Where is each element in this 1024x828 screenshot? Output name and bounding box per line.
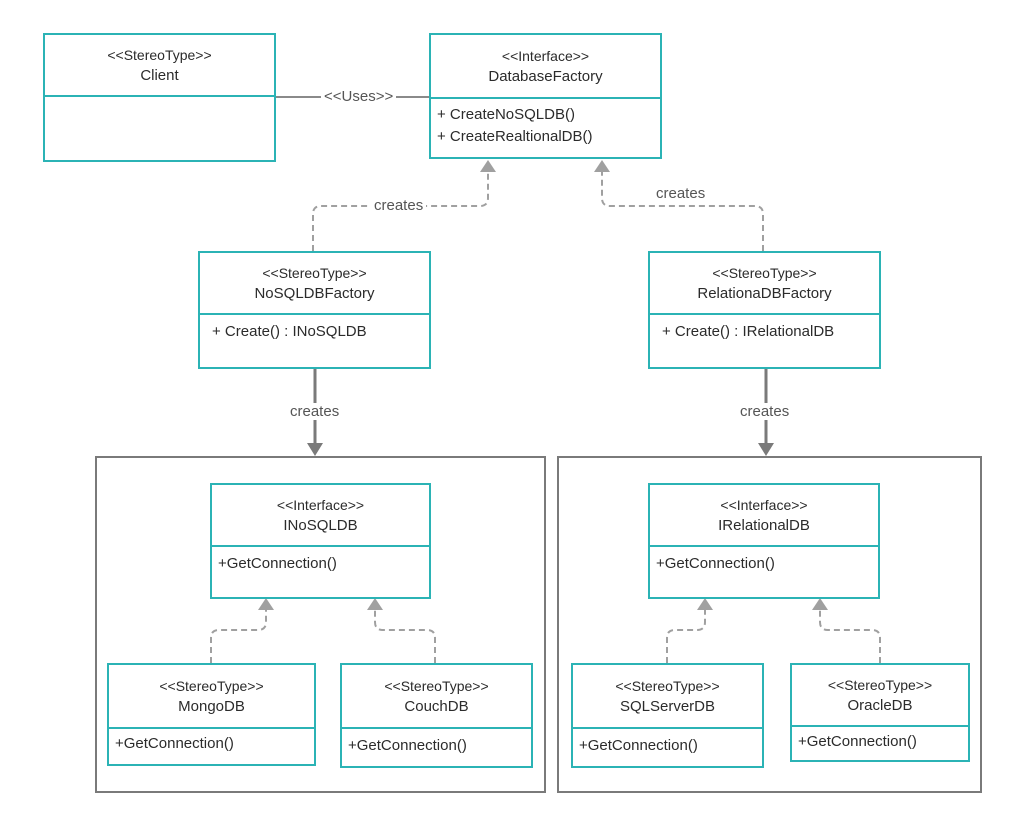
operation: +GetConnection() bbox=[348, 737, 467, 754]
class-header: <<Interface>> DatabaseFactory bbox=[431, 35, 660, 99]
relational-creates-arrowhead bbox=[758, 443, 774, 456]
class-oracledb: <<StereoType>> OracleDB +GetConnection() bbox=[790, 663, 970, 762]
couchdb-realization-arrowhead bbox=[367, 598, 383, 610]
class-relational-db-factory: <<StereoType>> RelationaDBFactory + Crea… bbox=[648, 251, 881, 369]
class-database-factory: <<Interface>> DatabaseFactory + CreateNo… bbox=[429, 33, 662, 159]
stereotype-label: <<StereoType>> bbox=[712, 265, 817, 281]
class-mongodb: <<StereoType>> MongoDB +GetConnection() bbox=[107, 663, 316, 766]
class-irelationaldb: <<Interface>> IRelationalDB +GetConnecti… bbox=[648, 483, 880, 599]
class-header: <<StereoType>> MongoDB bbox=[109, 665, 314, 729]
operation: +GetConnection() bbox=[798, 733, 917, 750]
operation: + CreateRealtionalDB() bbox=[437, 128, 593, 145]
operation: + Create() : IRelationalDB bbox=[662, 323, 835, 340]
sqlserver-realization-arrowhead bbox=[697, 598, 713, 610]
couchdb-realization-line bbox=[374, 610, 436, 663]
class-operations: +GetConnection() bbox=[212, 547, 429, 597]
operation: + CreateNoSQLDB() bbox=[437, 106, 575, 123]
mongodb-realization-arrowhead bbox=[258, 598, 274, 610]
stereotype-label: <<StereoType>> bbox=[159, 678, 264, 694]
stereotype-label: <<Interface>> bbox=[276, 497, 365, 513]
class-operations: + Create() : IRelationalDB bbox=[650, 315, 879, 367]
class-operations: +GetConnection() bbox=[650, 547, 878, 597]
oracledb-realization-line bbox=[819, 610, 881, 663]
class-name: MongoDB bbox=[178, 698, 245, 715]
stereotype-label: <<StereoType>> bbox=[107, 47, 212, 63]
class-header: <<Interface>> INoSQLDB bbox=[212, 485, 429, 547]
class-operations: +GetConnection() bbox=[109, 729, 314, 764]
nosql-creates-arrowhead bbox=[307, 443, 323, 456]
uses-label: <<Uses>> bbox=[321, 88, 397, 105]
class-name: NoSQLDBFactory bbox=[254, 285, 375, 302]
class-name: SQLServerDB bbox=[619, 698, 716, 715]
creates-label-nosql-factory: creates bbox=[371, 197, 427, 214]
stereotype-label: <<StereoType>> bbox=[262, 265, 367, 281]
stereotype-label: <<StereoType>> bbox=[384, 678, 489, 694]
class-name: RelationaDBFactory bbox=[697, 285, 832, 302]
operation: +GetConnection() bbox=[115, 735, 234, 752]
class-name: INoSQLDB bbox=[283, 517, 358, 534]
stereotype-label: <<Interface>> bbox=[720, 497, 808, 513]
operation: +GetConnection() bbox=[579, 737, 698, 754]
stereotype-label: <<Interface>> bbox=[501, 48, 590, 64]
creates-label-nosql-down: creates bbox=[287, 403, 343, 420]
class-name: DatabaseFactory bbox=[488, 68, 603, 85]
nosql-package-frame bbox=[95, 456, 546, 793]
class-operations: + Create() : INoSQLDB bbox=[200, 315, 429, 367]
class-header: <<StereoType>> SQLServerDB bbox=[573, 665, 762, 729]
operation: +GetConnection() bbox=[656, 555, 775, 572]
relational-factory-realization-arrowhead bbox=[594, 160, 610, 172]
class-header: <<Interface>> IRelationalDB bbox=[650, 485, 878, 547]
relational-package-frame bbox=[557, 456, 982, 793]
stereotype-label: <<StereoType>> bbox=[615, 678, 720, 694]
sqlserver-realization-line bbox=[666, 610, 706, 663]
class-operations: +GetConnection() bbox=[792, 727, 968, 760]
class-name: Client bbox=[140, 67, 179, 84]
class-name: IRelationalDB bbox=[718, 517, 810, 534]
stereotype-label: <<StereoType>> bbox=[827, 677, 933, 693]
class-name: OracleDB bbox=[847, 697, 913, 714]
class-header: <<StereoType>> NoSQLDBFactory bbox=[200, 253, 429, 315]
class-nosql-db-factory: <<StereoType>> NoSQLDBFactory + Create()… bbox=[198, 251, 431, 369]
class-header: <<StereoType>> CouchDB bbox=[342, 665, 531, 729]
class-operations: +GetConnection() bbox=[573, 729, 762, 766]
class-client: <<StereoType>> Client bbox=[43, 33, 276, 162]
class-operations: +GetConnection() bbox=[342, 729, 531, 766]
creates-label-relational-down: creates bbox=[737, 403, 793, 420]
relational-factory-realization-line bbox=[601, 172, 764, 251]
operation: + Create() : INoSQLDB bbox=[212, 323, 367, 340]
class-inosqldb: <<Interface>> INoSQLDB +GetConnection() bbox=[210, 483, 431, 599]
class-header: <<StereoType>> OracleDB bbox=[792, 665, 968, 727]
class-couchdb: <<StereoType>> CouchDB +GetConnection() bbox=[340, 663, 533, 768]
mongodb-realization-line bbox=[210, 610, 267, 663]
class-header: <<StereoType>> Client bbox=[45, 35, 274, 97]
class-header: <<StereoType>> RelationaDBFactory bbox=[650, 253, 879, 315]
class-operations bbox=[45, 97, 274, 160]
class-sqlserverdb: <<StereoType>> SQLServerDB +GetConnectio… bbox=[571, 663, 764, 768]
class-name: CouchDB bbox=[404, 698, 469, 715]
creates-label-relational-factory: creates bbox=[653, 185, 709, 202]
oracledb-realization-arrowhead bbox=[812, 598, 828, 610]
nosql-factory-realization-arrowhead bbox=[480, 160, 496, 172]
operation: +GetConnection() bbox=[218, 555, 337, 572]
class-operations: + CreateNoSQLDB() + CreateRealtionalDB() bbox=[431, 99, 660, 157]
